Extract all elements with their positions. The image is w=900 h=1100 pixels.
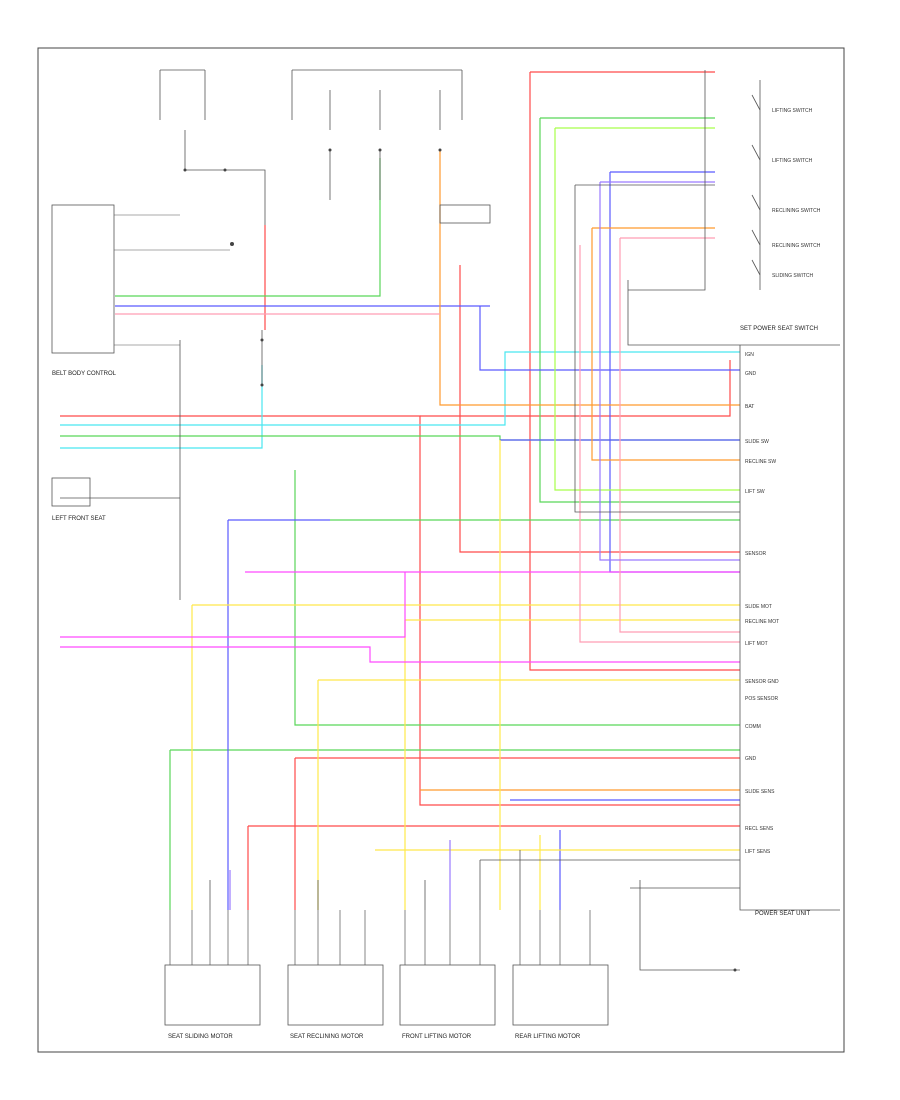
- switch-label-2: LIFTING SWITCH: [772, 158, 813, 164]
- pin-label-14: SLIDE SENS: [745, 789, 775, 795]
- left-seat-block: LEFT FRONT SEAT: [51, 477, 106, 522]
- pin-label-5: LIFT SW: [745, 489, 765, 495]
- motor-seat-sliding: SEAT SLIDING MOTOR: [164, 964, 261, 1040]
- pin-label-13: GND: [745, 756, 757, 762]
- motor-front-lifting-caption: FRONT LIFTING MOTOR: [402, 1034, 472, 1040]
- pin-label-9: LIFT MOT: [745, 641, 768, 647]
- pin-label-7: SLIDE MOT: [745, 604, 772, 610]
- switch-label-3: RECLINING SWITCH: [772, 208, 821, 214]
- pin-label-15: RECL SENS: [745, 826, 774, 832]
- switch-label-1: LIFTING SWITCH: [772, 108, 813, 114]
- left-control-unit: BELT BODY CONTROL: [51, 204, 230, 377]
- pin-label-6: SENSOR: [745, 551, 767, 557]
- motor-leads: [169, 910, 591, 965]
- pin-label-1: GND: [745, 371, 757, 377]
- pin-label-16: LIFT SENS: [745, 849, 771, 855]
- diagram-frame: [37, 47, 845, 1053]
- switch-label-5: SLIDING SWITCH: [772, 273, 814, 279]
- pin-label-11: POS SENSOR: [745, 696, 778, 702]
- pin-label-12: COMM: [745, 724, 761, 730]
- motor-rear-lifting-caption: REAR LIFTING MOTOR: [515, 1034, 581, 1040]
- motor-reclining-caption: SEAT RECLINING MOTOR: [290, 1034, 364, 1040]
- left-seat-caption: LEFT FRONT SEAT: [52, 516, 106, 522]
- power-unit-caption: POWER SEAT UNIT: [755, 911, 810, 917]
- pin-label-4: RECLINE SW: [745, 459, 776, 465]
- top-fuse-block: [159, 69, 491, 225]
- power-seat-unit: POWER SEAT UNIT: [630, 887, 810, 972]
- pin-label-3: SLIDE SW: [745, 439, 769, 445]
- wire-harness: [60, 70, 740, 971]
- pin-label-2: BAT: [745, 404, 754, 410]
- pin-label-0: IGN: [745, 352, 754, 358]
- center-relay: [230, 242, 264, 387]
- switch-label-4: RECLINING SWITCH: [772, 243, 821, 249]
- right-switch-stack: LIFTING SWITCH LIFTING SWITCH RECLINING …: [751, 80, 821, 290]
- pin-label-8: RECLINE MOT: [745, 619, 779, 625]
- motor-seat-reclining: SEAT RECLINING MOTOR: [287, 964, 384, 1040]
- main-connector: SET POWER SEAT SWITCH IGN GND BAT SLIDE …: [739, 326, 840, 911]
- main-connector-caption: SET POWER SEAT SWITCH: [740, 326, 818, 332]
- motor-rear-lifting: REAR LIFTING MOTOR: [512, 964, 609, 1040]
- pin-label-10: SENSOR GND: [745, 679, 779, 685]
- motor-front-lifting: FRONT LIFTING MOTOR: [399, 964, 496, 1040]
- left-unit-caption: BELT BODY CONTROL: [52, 371, 117, 377]
- motor-sliding-caption: SEAT SLIDING MOTOR: [168, 1034, 233, 1040]
